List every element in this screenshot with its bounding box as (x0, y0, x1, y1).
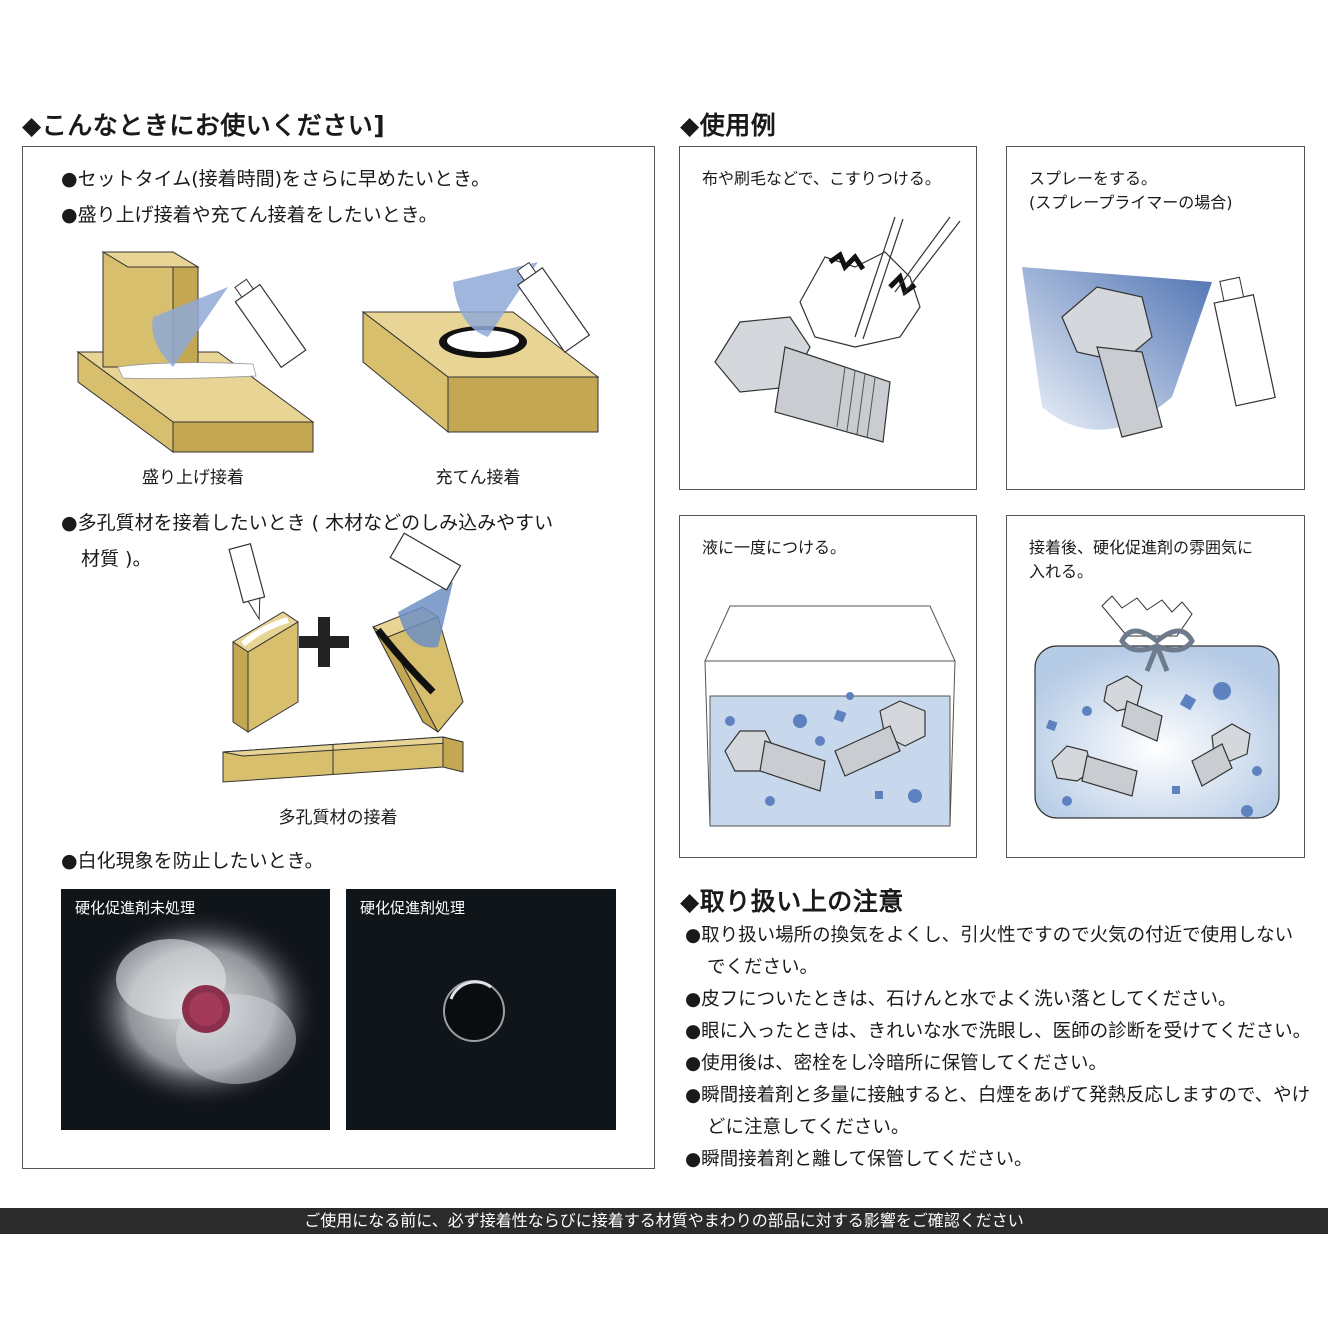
bullet-whitening: ●白化現象を防止したいとき。 (61, 850, 324, 872)
dip-illustration (704, 605, 956, 827)
example-card-spray: スプレーをする。 (スプレープライマーの場合) (1006, 146, 1305, 490)
photo-label-treated: 硬化促進剤処理 (360, 899, 466, 917)
spray-illustration (1022, 267, 1276, 438)
usage-panel: ●セットタイム(接着時間)をさらに早めたいとき。 ●盛り上げ接着や充てん接着をし… (22, 146, 655, 1169)
caution-item: ●瞬間接着剤と離して保管してください。 (685, 1149, 1033, 1170)
card-text-rub: 布や刷毛などで、こすりつける。 (702, 169, 941, 188)
section-heading-caution: ◆取り扱い上の注意 (680, 887, 904, 916)
caption-filling: 充てん接着 (435, 468, 521, 488)
example-card-dip: 液に一度につける。 (679, 515, 977, 858)
caution-item-cont: どに注意してください。 (707, 1117, 910, 1138)
bullet-buildup: ●盛り上げ接着や充てん接着をしたいとき。 (61, 204, 438, 226)
treated-photo-image (443, 980, 505, 1042)
photo-treated: 硬化促進剤処理 (346, 889, 616, 1130)
photo-label-untreated: 硬化促進剤未処理 (75, 899, 196, 917)
atmosphere-illustration (1034, 595, 1280, 819)
caution-item: ●取り扱い場所の換気をよくし、引火性ですので火気の付近で使用しない (685, 925, 1294, 946)
card-text-atmosphere: 接着後、硬化促進剤の雰囲気に 入れる。 (1029, 538, 1254, 581)
caution-item: ●皮フについたときは、石けんと水でよく洗い落としてください。 (685, 989, 1237, 1010)
buildup-illustration (76, 251, 315, 453)
section-heading-examples: ◆使用例 (680, 111, 777, 140)
caution-item: ●眼に入ったときは、きれいな水で洗眼し、医師の診断を受けてください。 (685, 1021, 1312, 1042)
caution-item: ●瞬間接着剤と多量に接触すると、白煙をあげて発熱反応しますので、やけ (685, 1085, 1311, 1106)
caption-porous: 多孔質材の接着 (278, 808, 398, 828)
footer-notice: ご使用になる前に、必ず接着性ならびに接着する材質やまわりの部品に対する影響をご確… (0, 1208, 1328, 1234)
bullet-porous-cont: 材質 )。 (81, 548, 152, 570)
porous-illustration (222, 532, 464, 783)
bullet-porous: ●多孔質材を接着したいとき ( 木材などのしみ込みやすい (61, 512, 554, 534)
example-card-rub: 布や刷毛などで、こすりつける。 (679, 146, 977, 490)
caution-list: ●取り扱い場所の換気をよくし、引火性ですので火気の付近で使用しない でください。… (685, 920, 1315, 1176)
example-card-atmosphere: 接着後、硬化促進剤の雰囲気に 入れる。 (1006, 515, 1305, 858)
card-text-dip: 液に一度につける。 (702, 538, 847, 557)
section-heading-usage: ◆こんなときにお使いください] (22, 111, 386, 140)
rub-illustration (714, 216, 961, 443)
caption-buildup: 盛り上げ接着 (142, 468, 244, 488)
photo-untreated: 硬化促進剤未処理 (61, 889, 330, 1130)
bullet-set-time: ●セットタイム(接着時間)をさらに早めたいとき。 (61, 168, 491, 190)
caution-item-cont: でください。 (707, 957, 819, 978)
card-text-spray: スプレーをする。 (スプレープライマーの場合) (1029, 169, 1233, 212)
filling-illustration (361, 261, 600, 434)
whitening-photo-image (81, 909, 321, 1109)
caution-item: ●使用後は、密栓をし冷暗所に保管してください。 (685, 1053, 1108, 1074)
